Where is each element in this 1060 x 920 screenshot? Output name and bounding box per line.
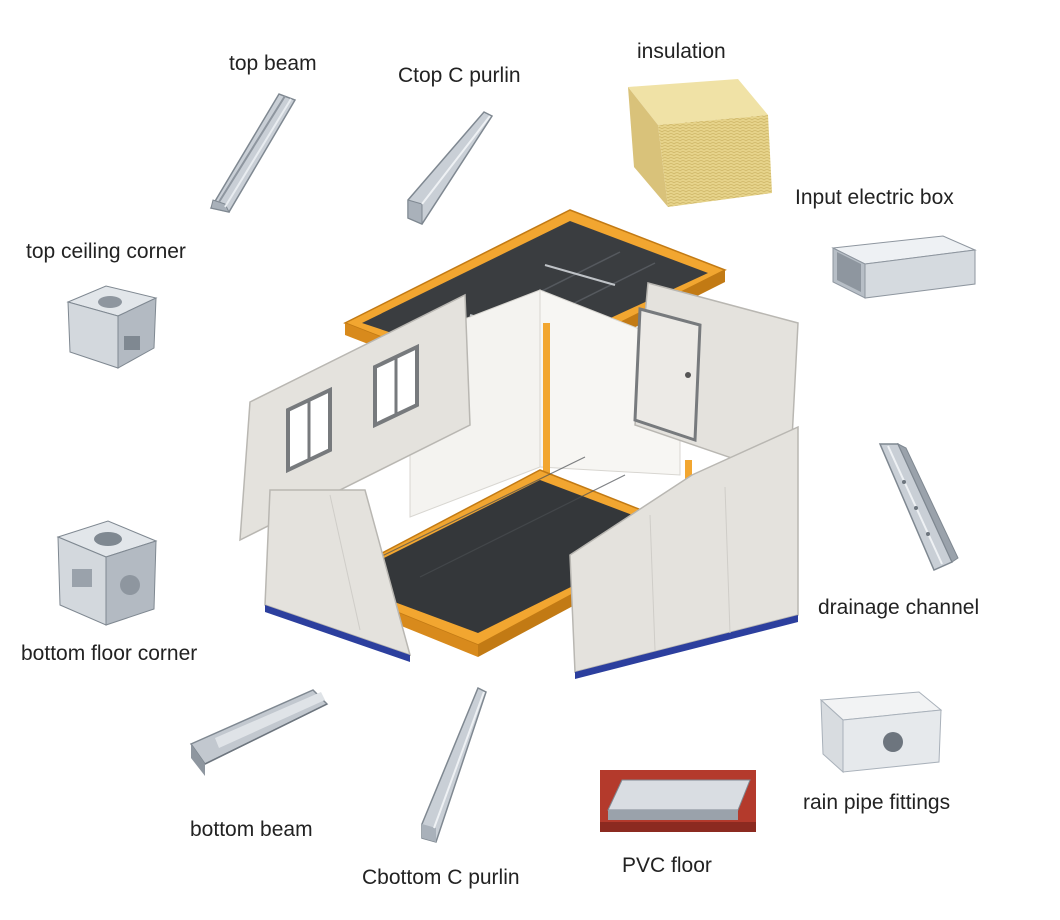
right-door-wall bbox=[633, 282, 799, 480]
rain-pipe-fittings-part bbox=[815, 688, 945, 778]
rain-pipe-fittings-label: rain pipe fittings bbox=[803, 791, 951, 814]
drainage-channel-label: drainage channel bbox=[818, 596, 980, 619]
top-beam-part bbox=[205, 88, 305, 218]
input-electric-box-part bbox=[825, 230, 980, 305]
pvc-floor-label: PVC floor bbox=[622, 854, 712, 877]
insulation-label: insulation bbox=[637, 40, 726, 63]
bottom-floor-corner-label: bottom floor corner bbox=[21, 642, 198, 665]
left-window-wall bbox=[239, 293, 471, 542]
bottom-floor-corner-part bbox=[52, 515, 162, 630]
bottom-beam-label: bottom beam bbox=[190, 818, 313, 841]
top-c-purlin-label: Ctop C purlin bbox=[398, 64, 521, 87]
bottom-c-purlin-label: Cbottom C purlin bbox=[362, 866, 520, 889]
drainage-channel-part bbox=[870, 438, 965, 578]
top-ceiling-corner-part bbox=[62, 280, 162, 372]
top-ceiling-corner-label: top ceiling corner bbox=[26, 240, 186, 263]
bottom-beam-part bbox=[185, 682, 335, 782]
input-electric-box-label: Input electric box bbox=[795, 186, 954, 209]
top-c-purlin-part bbox=[400, 108, 500, 233]
bottom-left-wall bbox=[264, 489, 412, 662]
bottom-c-purlin-part bbox=[412, 682, 492, 847]
insulation-block bbox=[620, 75, 780, 215]
bottom-right-wall bbox=[569, 425, 799, 679]
pvc-floor-part bbox=[600, 770, 756, 832]
top-beam-label: top beam bbox=[229, 52, 317, 75]
container-house-exploded-view bbox=[230, 205, 810, 685]
